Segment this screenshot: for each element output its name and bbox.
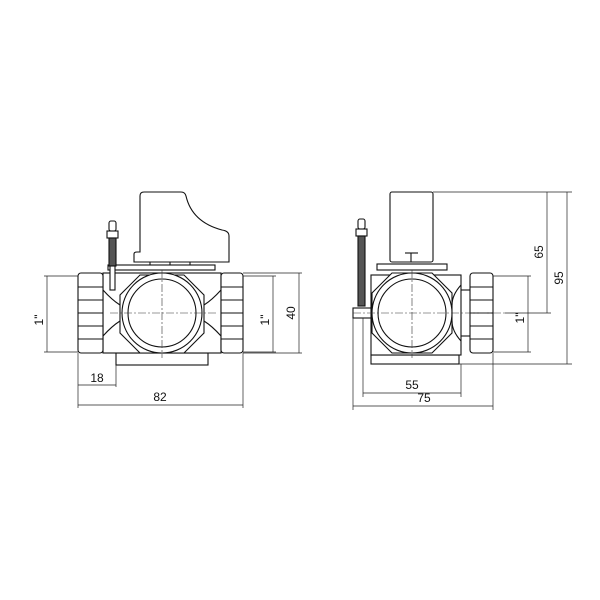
dim-left-connection: 1" xyxy=(32,315,46,326)
dim-actuator-height: 65 xyxy=(532,245,546,259)
dim-height: 40 xyxy=(284,306,298,320)
mounting-plate xyxy=(376,263,448,271)
dim-width: 82 xyxy=(153,390,167,404)
side-view: 1" 65 95 55 75 xyxy=(352,191,572,410)
dim-offset: 18 xyxy=(90,371,104,385)
mounting-plate xyxy=(107,264,216,271)
valve-body xyxy=(370,272,462,365)
front-view: 1" 1" 40 18 82 xyxy=(32,191,302,408)
dim-connection: 1" xyxy=(513,313,527,324)
dim-total-height: 95 xyxy=(552,271,566,285)
actuator xyxy=(133,191,230,266)
actuator xyxy=(389,191,434,263)
front-dimensions: 1" 1" 40 18 82 xyxy=(32,272,302,408)
centerlines xyxy=(353,270,505,358)
dim-body-width: 55 xyxy=(405,378,419,392)
temperature-probe xyxy=(106,220,119,291)
dim-right-connection: 1" xyxy=(258,315,272,326)
right-nut xyxy=(220,272,244,354)
left-nut xyxy=(77,272,104,354)
side-dimensions: 1" 65 95 55 75 xyxy=(352,191,572,410)
temperature-probe xyxy=(352,218,372,319)
centerlines xyxy=(110,270,216,358)
dim-total-width: 75 xyxy=(417,391,431,405)
